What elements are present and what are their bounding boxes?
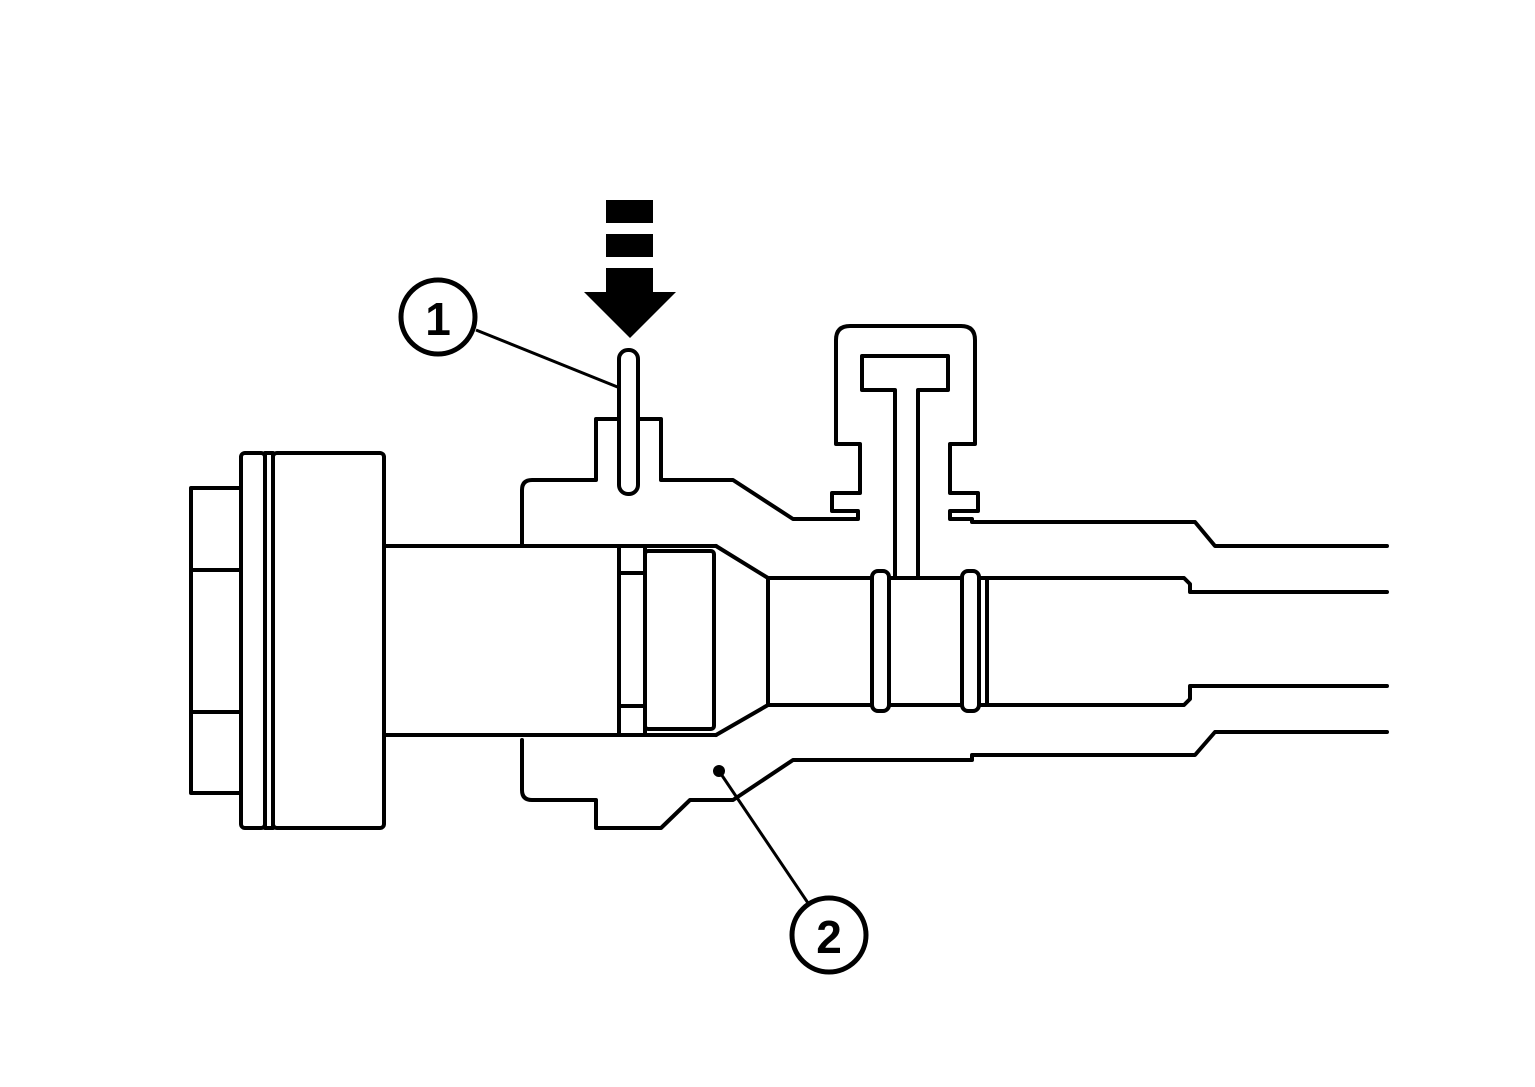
tube xyxy=(382,544,1389,737)
flare-nut xyxy=(189,451,386,830)
connector-housing xyxy=(520,324,1389,548)
connector-latch xyxy=(860,354,950,580)
callout-1: 1 xyxy=(398,277,621,390)
callout-2: 2 xyxy=(713,765,869,975)
retainer-clip xyxy=(617,348,640,496)
callout-1-label: 1 xyxy=(425,293,451,345)
dashed-down-arrow-icon xyxy=(584,200,676,338)
callout-2-label: 2 xyxy=(816,911,842,963)
connector-housing-lower xyxy=(520,730,1389,830)
